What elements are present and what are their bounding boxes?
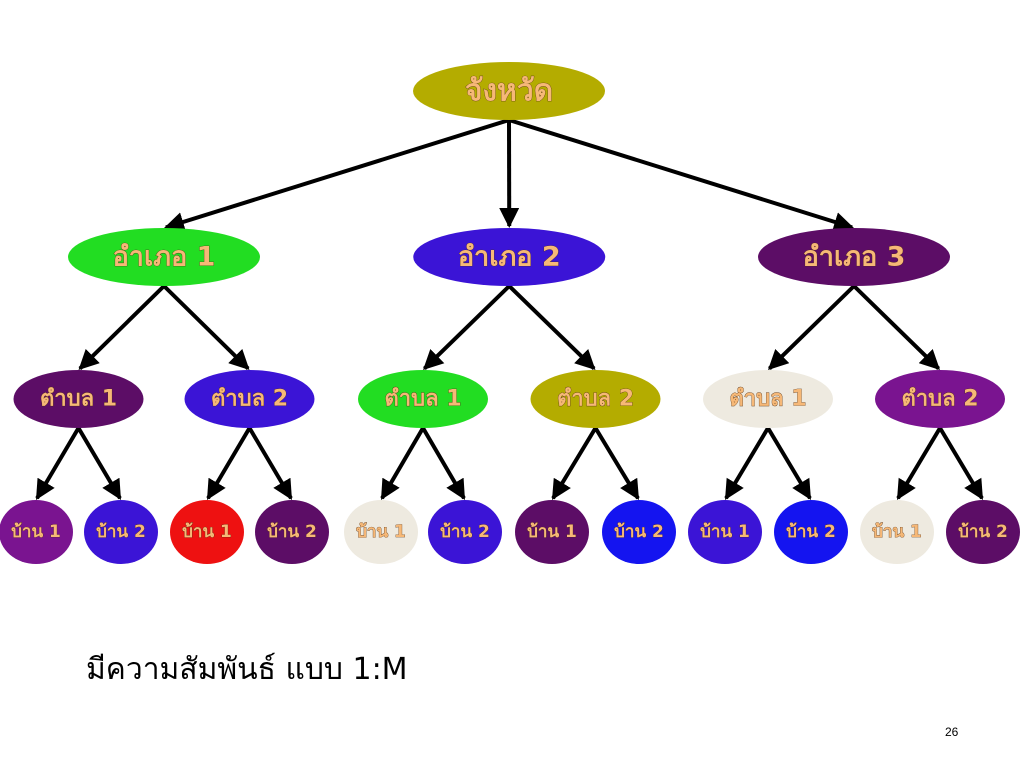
village-ellipse-3-1-1 [688, 500, 762, 564]
subdistrict-label-2-1: ตำบล 1 [384, 387, 461, 412]
connector-arrow-2-1-2 [421, 426, 466, 500]
village-node-3-2-2: บ้าน 2 [946, 500, 1020, 564]
subdistrict-ellipse-3-1 [703, 370, 833, 428]
village-ellipse-1-1-2 [84, 500, 158, 564]
connector-arrow-3 [508, 118, 854, 232]
village-node-1-1-1: บ้าน 1 [0, 500, 73, 564]
village-ellipse-2-2-2 [602, 500, 676, 564]
district-ellipse-1 [68, 228, 260, 286]
connector-arrow-3-1 [767, 284, 856, 371]
village-node-3-1-2: บ้าน 2 [774, 500, 848, 564]
subdistrict-ellipse-2-2 [530, 370, 661, 428]
district-label-1: อำเภอ 1 [113, 242, 216, 273]
village-node-1-1-2: บ้าน 2 [84, 500, 158, 564]
connector-arrow-1-2-2 [247, 426, 293, 501]
subdistrict-node-1-2: ตำบล 2 [184, 370, 315, 428]
village-node-1-2-2: บ้าน 2 [255, 500, 329, 564]
village-node-3-1-1: บ้าน 1 [688, 500, 762, 564]
subdistrict-node-2-1: ตำบล 1 [358, 370, 488, 428]
connector-arrow-2-2 [507, 284, 596, 371]
connector-arrow-1-1 [78, 284, 166, 371]
connector-arrow-1-2 [162, 284, 250, 371]
connector-arrow-3-1-2 [766, 426, 812, 501]
village-node-1-2-1: บ้าน 1 [170, 500, 244, 564]
village-ellipse-3-2-1 [860, 500, 934, 564]
district-ellipse-2 [413, 228, 606, 286]
village-ellipse-1-2-1 [170, 500, 244, 564]
connector-arrow-1-1-2 [76, 426, 122, 501]
connector-arrow-2-1 [422, 284, 511, 371]
subdistrict-ellipse-1-2 [184, 370, 315, 428]
connector-arrow-1-2-1 [206, 426, 252, 501]
district-ellipse-3 [758, 228, 950, 286]
subdistrict-node-3-2: ตำบล 2 [875, 370, 1005, 428]
subdistrict-label-3-1: ตำบล 1 [729, 387, 806, 412]
district-node-1: อำเภอ 1 [68, 228, 260, 286]
connector-arrow-1-1-1 [35, 426, 81, 501]
district-label-3: อำเภอ 3 [803, 242, 906, 273]
province-label: จังหวัด [465, 74, 553, 109]
connector-arrow-3-2-1 [896, 426, 942, 501]
page-number: 26 [945, 725, 959, 739]
province-node: จังหวัด [413, 62, 605, 120]
village-node-2-2-1: บ้าน 1 [515, 500, 589, 564]
village-label-3-1-2: บ้าน 2 [786, 522, 836, 542]
connector-arrow-2-2-2 [593, 426, 640, 501]
village-label-1-2-2: บ้าน 2 [267, 522, 317, 542]
village-label-3-2-1: บ้าน 1 [872, 522, 922, 542]
village-ellipse-3-1-2 [774, 500, 848, 564]
village-ellipse-2-1-1 [344, 500, 418, 564]
subdistrict-ellipse-3-2 [875, 370, 1005, 428]
village-ellipse-2-1-2 [428, 500, 502, 564]
village-ellipse-1-2-2 [255, 500, 329, 564]
connector-arrow-1 [163, 118, 510, 232]
subdistrict-node-2-2: ตำบล 2 [530, 370, 661, 428]
subdistrict-node-3-1: ตำบล 1 [703, 370, 833, 428]
subdistrict-node-1-1: ตำบล 1 [13, 370, 144, 428]
village-label-2-1-1: บ้าน 1 [356, 522, 406, 542]
village-label-1-1-1: บ้าน 1 [11, 522, 61, 542]
village-label-3-1-1: บ้าน 1 [700, 522, 750, 542]
subdistrict-label-1-2: ตำบล 2 [211, 387, 288, 412]
village-label-1-1-2: บ้าน 2 [96, 522, 146, 542]
subdistrict-label-2-2: ตำบล 2 [557, 387, 634, 412]
province-ellipse [413, 62, 605, 120]
subdistrict-label-3-2: ตำบล 2 [901, 387, 978, 412]
district-node-2: อำเภอ 2 [413, 228, 606, 286]
connector-layer [35, 118, 984, 501]
subdistrict-label-1-1: ตำบล 1 [40, 387, 117, 412]
village-label-1-2-1: บ้าน 1 [182, 522, 232, 542]
connector-arrow-3-2-2 [938, 426, 984, 501]
district-label-2: อำเภอ 2 [458, 242, 561, 273]
connector-arrow-3-2 [852, 284, 941, 371]
district-node-3: อำเภอ 3 [758, 228, 950, 286]
village-node-2-1-1: บ้าน 1 [344, 500, 418, 564]
connector-arrow-2-1-1 [380, 426, 425, 500]
village-label-2-2-2: บ้าน 2 [614, 522, 664, 542]
village-node-2-2-2: บ้าน 2 [602, 500, 676, 564]
village-label-3-2-2: บ้าน 2 [958, 522, 1008, 542]
village-ellipse-2-2-1 [515, 500, 589, 564]
village-label-2-2-1: บ้าน 1 [527, 522, 577, 542]
village-node-3-2-1: บ้าน 1 [860, 500, 934, 564]
subdistrict-ellipse-2-1 [358, 370, 488, 428]
village-ellipse-3-2-2 [946, 500, 1020, 564]
village-ellipse-1-1-1 [0, 500, 73, 564]
subdistrict-ellipse-1-1 [13, 370, 144, 428]
relationship-caption: มีความสัมพันธ์ แบบ 1:M [86, 652, 408, 687]
village-node-2-1-2: บ้าน 2 [428, 500, 502, 564]
village-label-2-1-2: บ้าน 2 [440, 522, 490, 542]
node-layer: จังหวัดอำเภอ 1 ตำบล 1 บ้าน 1 บ้าน 2 ตำบล 2 บ้… [0, 62, 1020, 564]
connector-arrow-2-2-1 [551, 426, 598, 501]
connector-arrow-3-1-1 [724, 426, 770, 501]
